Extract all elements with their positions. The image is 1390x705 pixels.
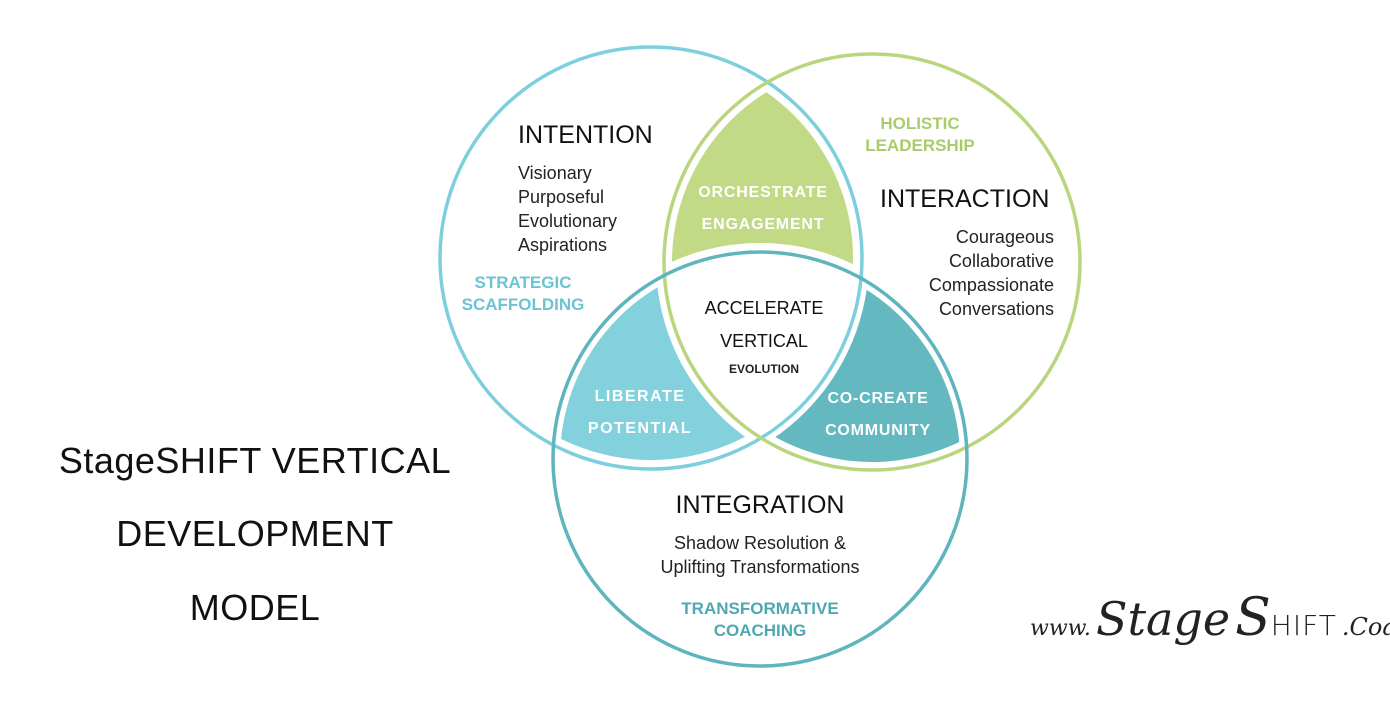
holistic-leadership-tag: HOLISTIC LEADERSHIP	[862, 113, 978, 157]
lens-line: COMMUNITY	[825, 422, 931, 439]
intention-quality: Purposeful	[518, 187, 605, 207]
center-label: ACCELERATE VERTICAL EVOLUTION	[684, 292, 844, 380]
interaction-heading: INTERACTION	[880, 185, 1050, 213]
url-prefix: www.	[1030, 616, 1091, 641]
interaction-quality: Conversations	[938, 299, 1054, 319]
url-shift-s: S	[1235, 588, 1271, 648]
url-stage: Stage	[1095, 592, 1231, 646]
interaction-quality: Collaborative	[948, 251, 1054, 271]
url-shift-rest: HIFT	[1270, 609, 1337, 642]
tag-line: LEADERSHIP	[865, 136, 975, 155]
center-line: ACCELERATE	[704, 298, 824, 318]
integration-quality: Uplifting Transformations	[660, 557, 860, 577]
intention-quality: Aspirations	[518, 235, 608, 255]
tag-line: COACHING	[713, 621, 807, 640]
integration-quality: Shadow Resolution &	[673, 533, 847, 553]
center-line: VERTICAL	[720, 331, 808, 351]
intention-heading: INTENTION	[518, 121, 653, 149]
tag-line: SCAFFOLDING	[461, 295, 585, 314]
interaction-circle	[662, 52, 1082, 472]
co-create-community-label: CO-CREATE COMMUNITY	[808, 383, 948, 447]
lens-line: POTENTIAL	[587, 420, 693, 437]
interaction-quality: Courageous	[955, 227, 1054, 247]
lens-line: LIBERATE	[594, 388, 686, 405]
center-line: EVOLUTION	[728, 362, 799, 376]
orchestrate-engagement-label: ORCHESTRATE ENGAGEMENT	[683, 177, 843, 241]
transformative-coaching-tag: TRANSFORMATIVE COACHING	[660, 598, 860, 642]
intention-quality: Visionary	[518, 163, 592, 183]
interaction-quality: Compassionate	[928, 275, 1054, 295]
liberate-potential-label: LIBERATE POTENTIAL	[570, 381, 710, 445]
url-suffix: .Coach	[1341, 613, 1390, 641]
lens-line: ENGAGEMENT	[701, 216, 825, 233]
strategic-scaffolding-tag: STRATEGIC SCAFFOLDING	[458, 272, 588, 316]
model-title-line-1: StageSHIFT VERTICAL	[58, 440, 452, 481]
lens-line: ORCHESTRATE	[698, 184, 828, 201]
tag-line: HOLISTIC	[880, 114, 960, 133]
intention-qualities: Visionary Purposeful Evolutionary Aspira…	[518, 161, 617, 257]
interaction-qualities: Courageous Collaborative Compassionate C…	[929, 225, 1054, 321]
lens-line: CO-CREATE	[827, 390, 929, 407]
integration-circle	[551, 250, 969, 668]
website-url: www. Stage SHIFT .Coach	[1030, 588, 1390, 648]
model-title-line-3: MODEL	[189, 587, 321, 628]
model-title-line-2: DEVELOPMENT	[116, 513, 394, 554]
intention-quality: Evolutionary	[518, 211, 618, 231]
tag-line: TRANSFORMATIVE	[681, 599, 839, 618]
tag-line: STRATEGIC	[474, 273, 572, 292]
integration-qualities: Shadow Resolution & Uplifting Transforma…	[610, 531, 910, 579]
intention-circle	[438, 45, 864, 471]
integration-heading: INTEGRATION	[675, 491, 845, 519]
